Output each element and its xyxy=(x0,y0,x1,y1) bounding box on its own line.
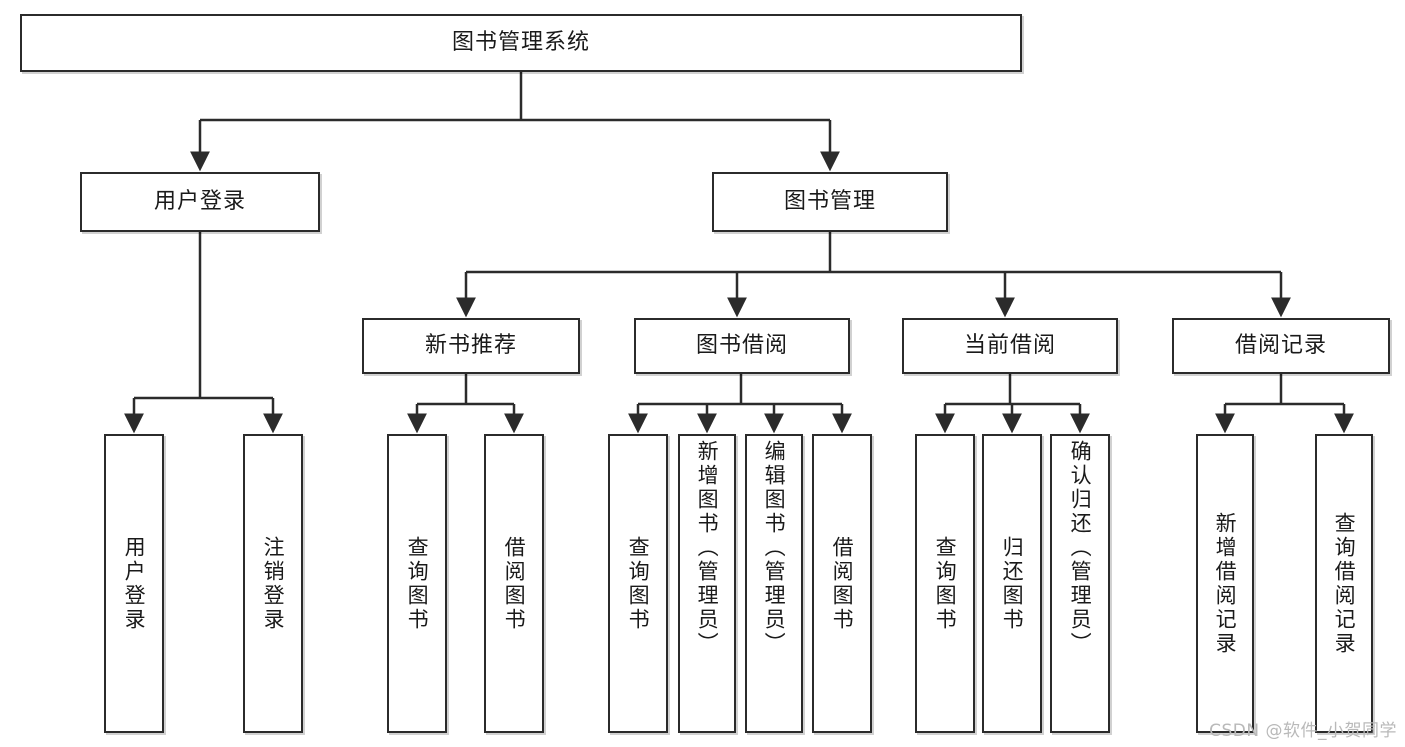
leaf-borrow-book-nbr-label: 借阅图书 xyxy=(502,535,527,632)
leaf-query-book-bb[interactable]: 查询图书 xyxy=(608,434,668,733)
node-book-manage[interactable]: 图书管理 xyxy=(712,172,948,232)
leaf-edit-book-admin-label: 编辑图书（管理员） xyxy=(762,440,787,656)
leaf-confirm-return-admin[interactable]: 确认归还（管理员） xyxy=(1050,434,1110,733)
node-root-label: 图书管理系统 xyxy=(451,30,590,56)
leaf-return-book[interactable]: 归还图书 xyxy=(982,434,1042,733)
leaf-borrow-book-bb[interactable]: 借阅图书 xyxy=(812,434,872,733)
node-new-book-recommend-label: 新书推荐 xyxy=(424,333,517,359)
node-user-login[interactable]: 用户登录 xyxy=(80,172,320,232)
leaf-edit-book-admin[interactable]: 编辑图书（管理员） xyxy=(745,434,803,733)
leaf-user-login[interactable]: 用户登录 xyxy=(104,434,164,733)
node-book-borrow-label: 图书借阅 xyxy=(695,333,788,359)
leaf-borrow-book-nbr[interactable]: 借阅图书 xyxy=(484,434,544,733)
node-book-manage-label: 图书管理 xyxy=(783,189,876,215)
leaf-query-book-cb-label: 查询图书 xyxy=(933,535,958,632)
leaf-borrow-book-bb-label: 借阅图书 xyxy=(830,535,855,632)
leaf-confirm-return-admin-label: 确认归还（管理员） xyxy=(1068,440,1093,656)
node-borrow-record[interactable]: 借阅记录 xyxy=(1172,318,1390,374)
leaf-return-book-label: 归还图书 xyxy=(1000,535,1025,632)
leaf-logout-label: 注销登录 xyxy=(261,535,286,632)
leaf-logout[interactable]: 注销登录 xyxy=(243,434,303,733)
node-new-book-recommend[interactable]: 新书推荐 xyxy=(362,318,580,374)
leaf-add-borrow-record-label: 新增借阅记录 xyxy=(1213,511,1238,656)
leaf-add-book-admin-label: 新增图书（管理员） xyxy=(695,440,720,656)
leaf-query-book-cb[interactable]: 查询图书 xyxy=(915,434,975,733)
node-root[interactable]: 图书管理系统 xyxy=(20,14,1022,72)
node-current-borrow-label: 当前借阅 xyxy=(963,333,1056,359)
leaf-query-borrow-record-label: 查询借阅记录 xyxy=(1332,511,1357,656)
node-user-login-label: 用户登录 xyxy=(153,189,246,215)
leaf-query-book-nbr-label: 查询图书 xyxy=(405,535,430,632)
node-current-borrow[interactable]: 当前借阅 xyxy=(902,318,1118,374)
leaf-query-borrow-record[interactable]: 查询借阅记录 xyxy=(1315,434,1373,733)
node-book-borrow[interactable]: 图书借阅 xyxy=(634,318,850,374)
leaf-query-book-nbr[interactable]: 查询图书 xyxy=(387,434,447,733)
leaf-query-book-bb-label: 查询图书 xyxy=(626,535,651,632)
leaf-add-book-admin[interactable]: 新增图书（管理员） xyxy=(678,434,736,733)
leaf-add-borrow-record[interactable]: 新增借阅记录 xyxy=(1196,434,1254,733)
node-borrow-record-label: 借阅记录 xyxy=(1234,333,1327,359)
leaf-user-login-label: 用户登录 xyxy=(122,535,147,632)
